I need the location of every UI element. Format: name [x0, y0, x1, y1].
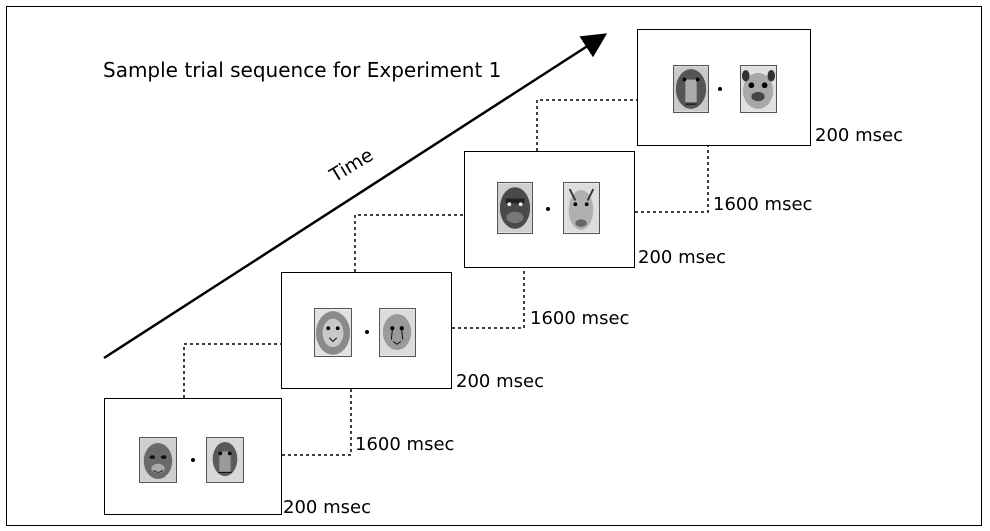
cheetah-face [379, 308, 416, 357]
figure-title: Sample trial sequence for Experiment 1 [103, 58, 502, 82]
trial-screen-3 [464, 151, 635, 268]
monkey-face [139, 437, 177, 483]
lion-face [314, 308, 352, 357]
fixation-dot [191, 458, 195, 462]
stimulus-duration-1: 200 msec [283, 497, 371, 518]
fixation-dot [718, 87, 722, 91]
isi-duration-1: 1600 msec [355, 434, 455, 455]
gorilla-face [497, 182, 533, 234]
baboon-face [206, 437, 244, 483]
pug-face [740, 65, 777, 113]
stimulus-duration-2: 200 msec [456, 371, 544, 392]
goat-face [563, 182, 600, 234]
stimulus-duration-3: 200 msec [638, 247, 726, 268]
trial-screen-2 [281, 272, 452, 389]
isi-duration-3: 1600 msec [713, 194, 813, 215]
fixation-dot [365, 330, 369, 334]
mandrill-face [673, 65, 709, 113]
trial-screen-1 [104, 398, 282, 515]
trial-screen-4 [637, 29, 811, 146]
fixation-dot [546, 207, 550, 211]
isi-duration-2: 1600 msec [530, 308, 630, 329]
stimulus-duration-4: 200 msec [815, 125, 903, 146]
figure-frame [6, 6, 982, 526]
